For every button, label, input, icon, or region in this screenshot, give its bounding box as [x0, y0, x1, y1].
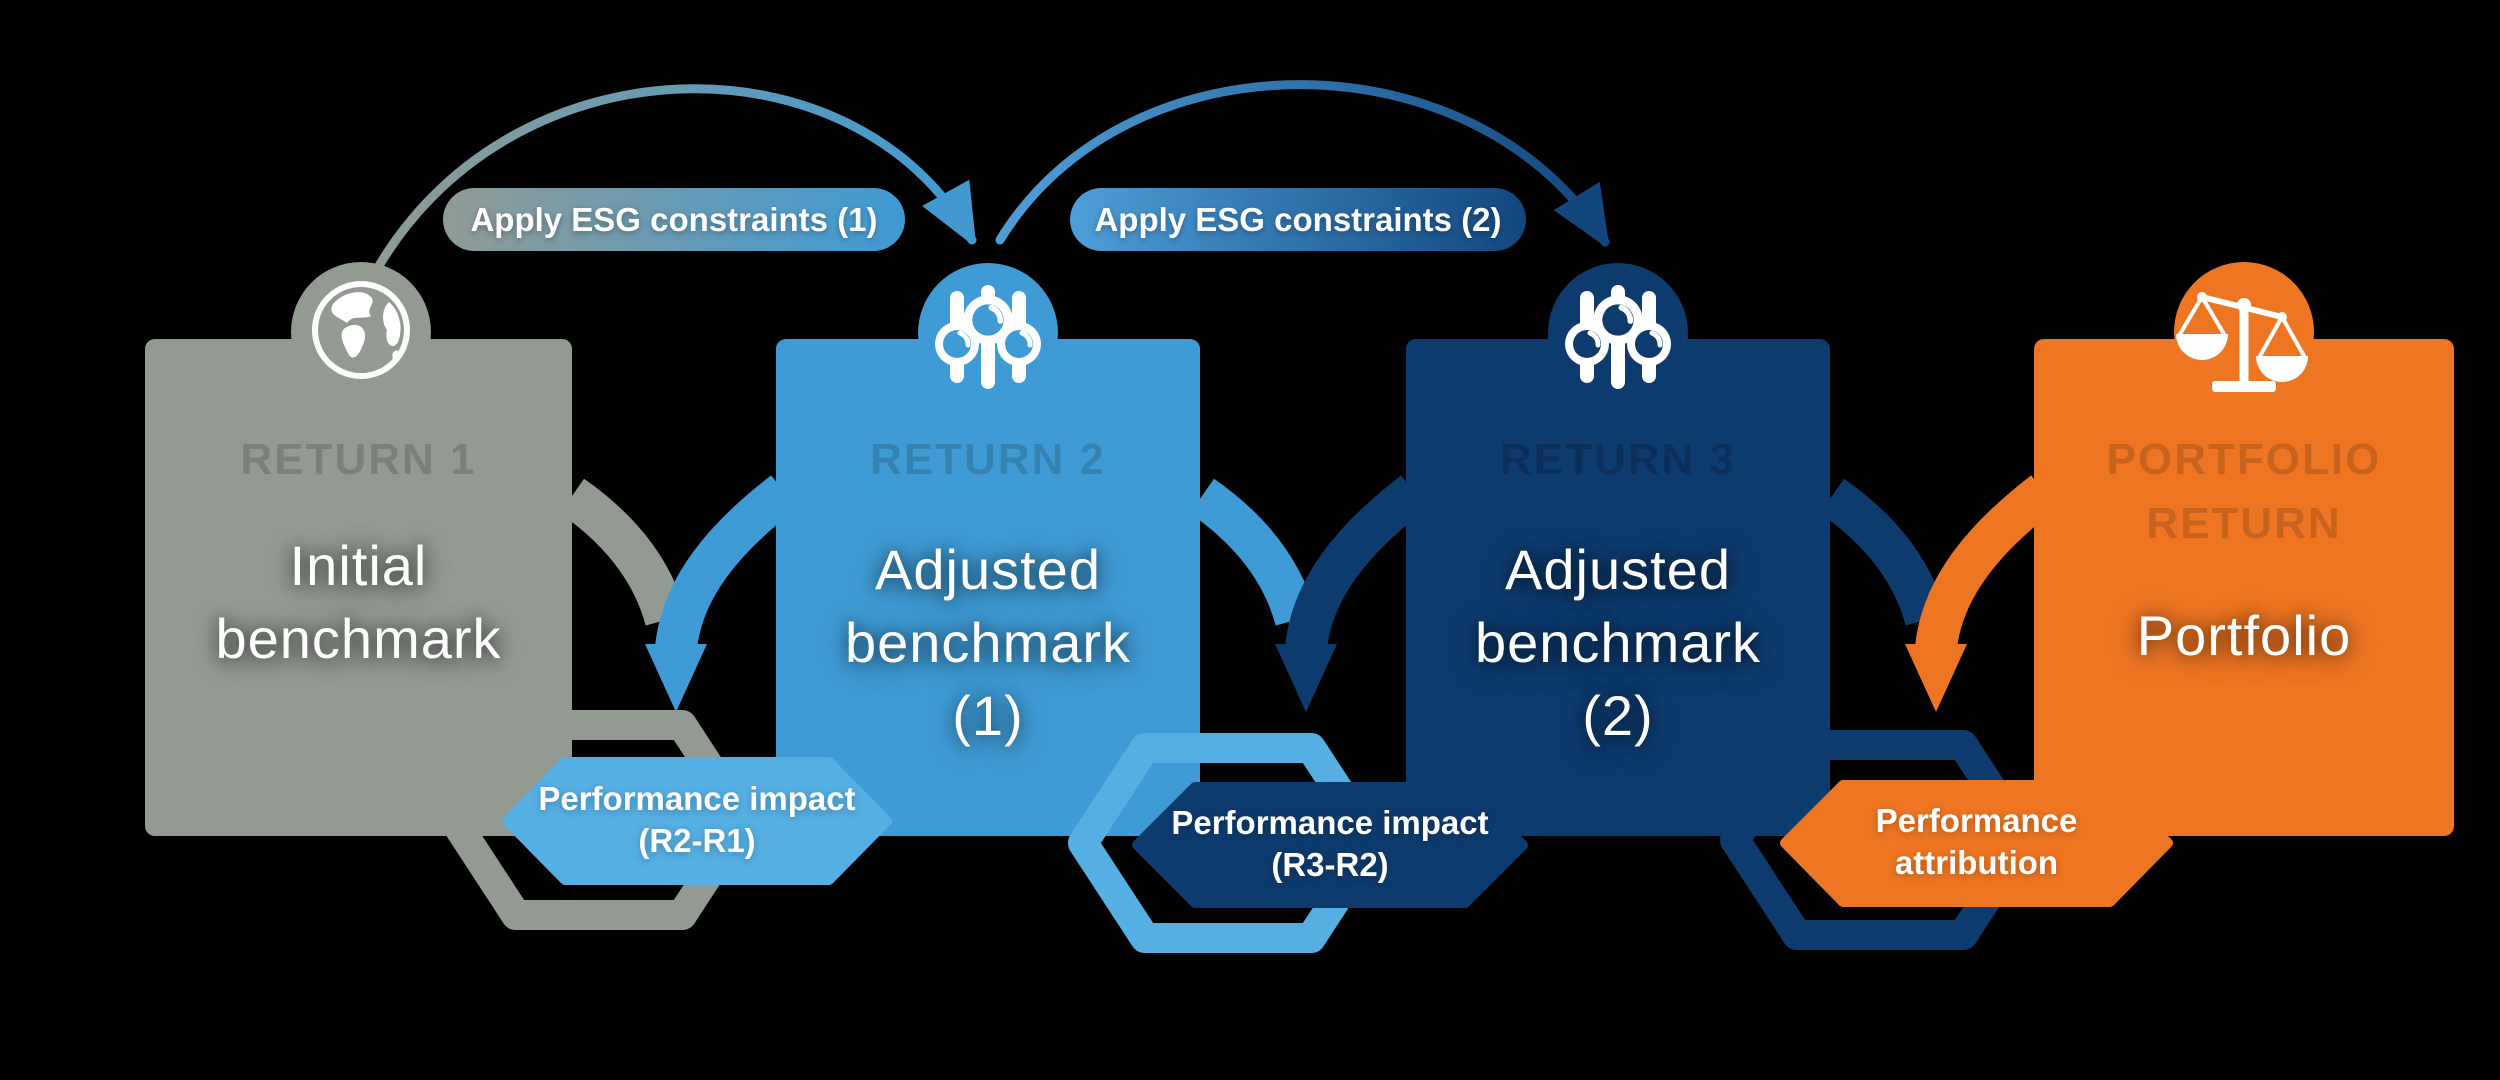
box-adjusted-benchmark-2	[1406, 339, 1830, 836]
esg-constraints-pill-1: Apply ESG constraints (1)	[443, 188, 905, 251]
badge-text-performance-impact-1: Performance impact (R2-R1)	[538, 780, 856, 859]
sliders-icon	[1565, 285, 1671, 389]
merge-arrow-3	[1819, 475, 2057, 712]
label-adjusted-benchmark-1: Adjusted benchmark (1)	[844, 538, 1132, 747]
esg-arc-2	[995, 80, 1605, 242]
watermark-portfolio-return: PORTFOLIO RETURN	[2106, 435, 2382, 548]
esg-constraints-pill-2: Apply ESG constraints (2)	[1070, 188, 1526, 251]
box-portfolio	[2034, 339, 2454, 836]
badge-performance-impact-2	[1132, 782, 1528, 908]
esg-arc-1	[367, 84, 977, 283]
badge-performance-attribution	[1780, 780, 2173, 907]
esg-constraints-pill-2-label: Apply ESG constraints (2)	[1094, 200, 1502, 238]
label-initial-benchmark: Initial benchmark	[215, 534, 502, 670]
box-adjusted-benchmark-1	[776, 339, 1200, 836]
esg-constraints-pill-1-label: Apply ESG constraints (1)	[470, 200, 878, 238]
badge-text-performance-attribution: Performance attribution	[1875, 802, 2078, 881]
watermark-return-3: RETURN 3	[1499, 435, 1737, 484]
merge-arrow-2	[1189, 475, 1427, 712]
sliders-icon	[935, 285, 1041, 389]
label-adjusted-benchmark-2: Adjusted benchmark (2)	[1474, 538, 1762, 747]
badge-performance-impact-1	[502, 757, 892, 885]
watermark-return-1: RETURN 1	[240, 435, 477, 484]
label-portfolio: Portfolio	[2136, 604, 2352, 667]
box-initial-benchmark	[145, 339, 572, 836]
merge-arrow-1	[559, 475, 797, 712]
watermark-return-2: RETURN 2	[869, 435, 1107, 484]
badge-text-performance-impact-2: Performance impact (R3-R2)	[1171, 804, 1489, 883]
